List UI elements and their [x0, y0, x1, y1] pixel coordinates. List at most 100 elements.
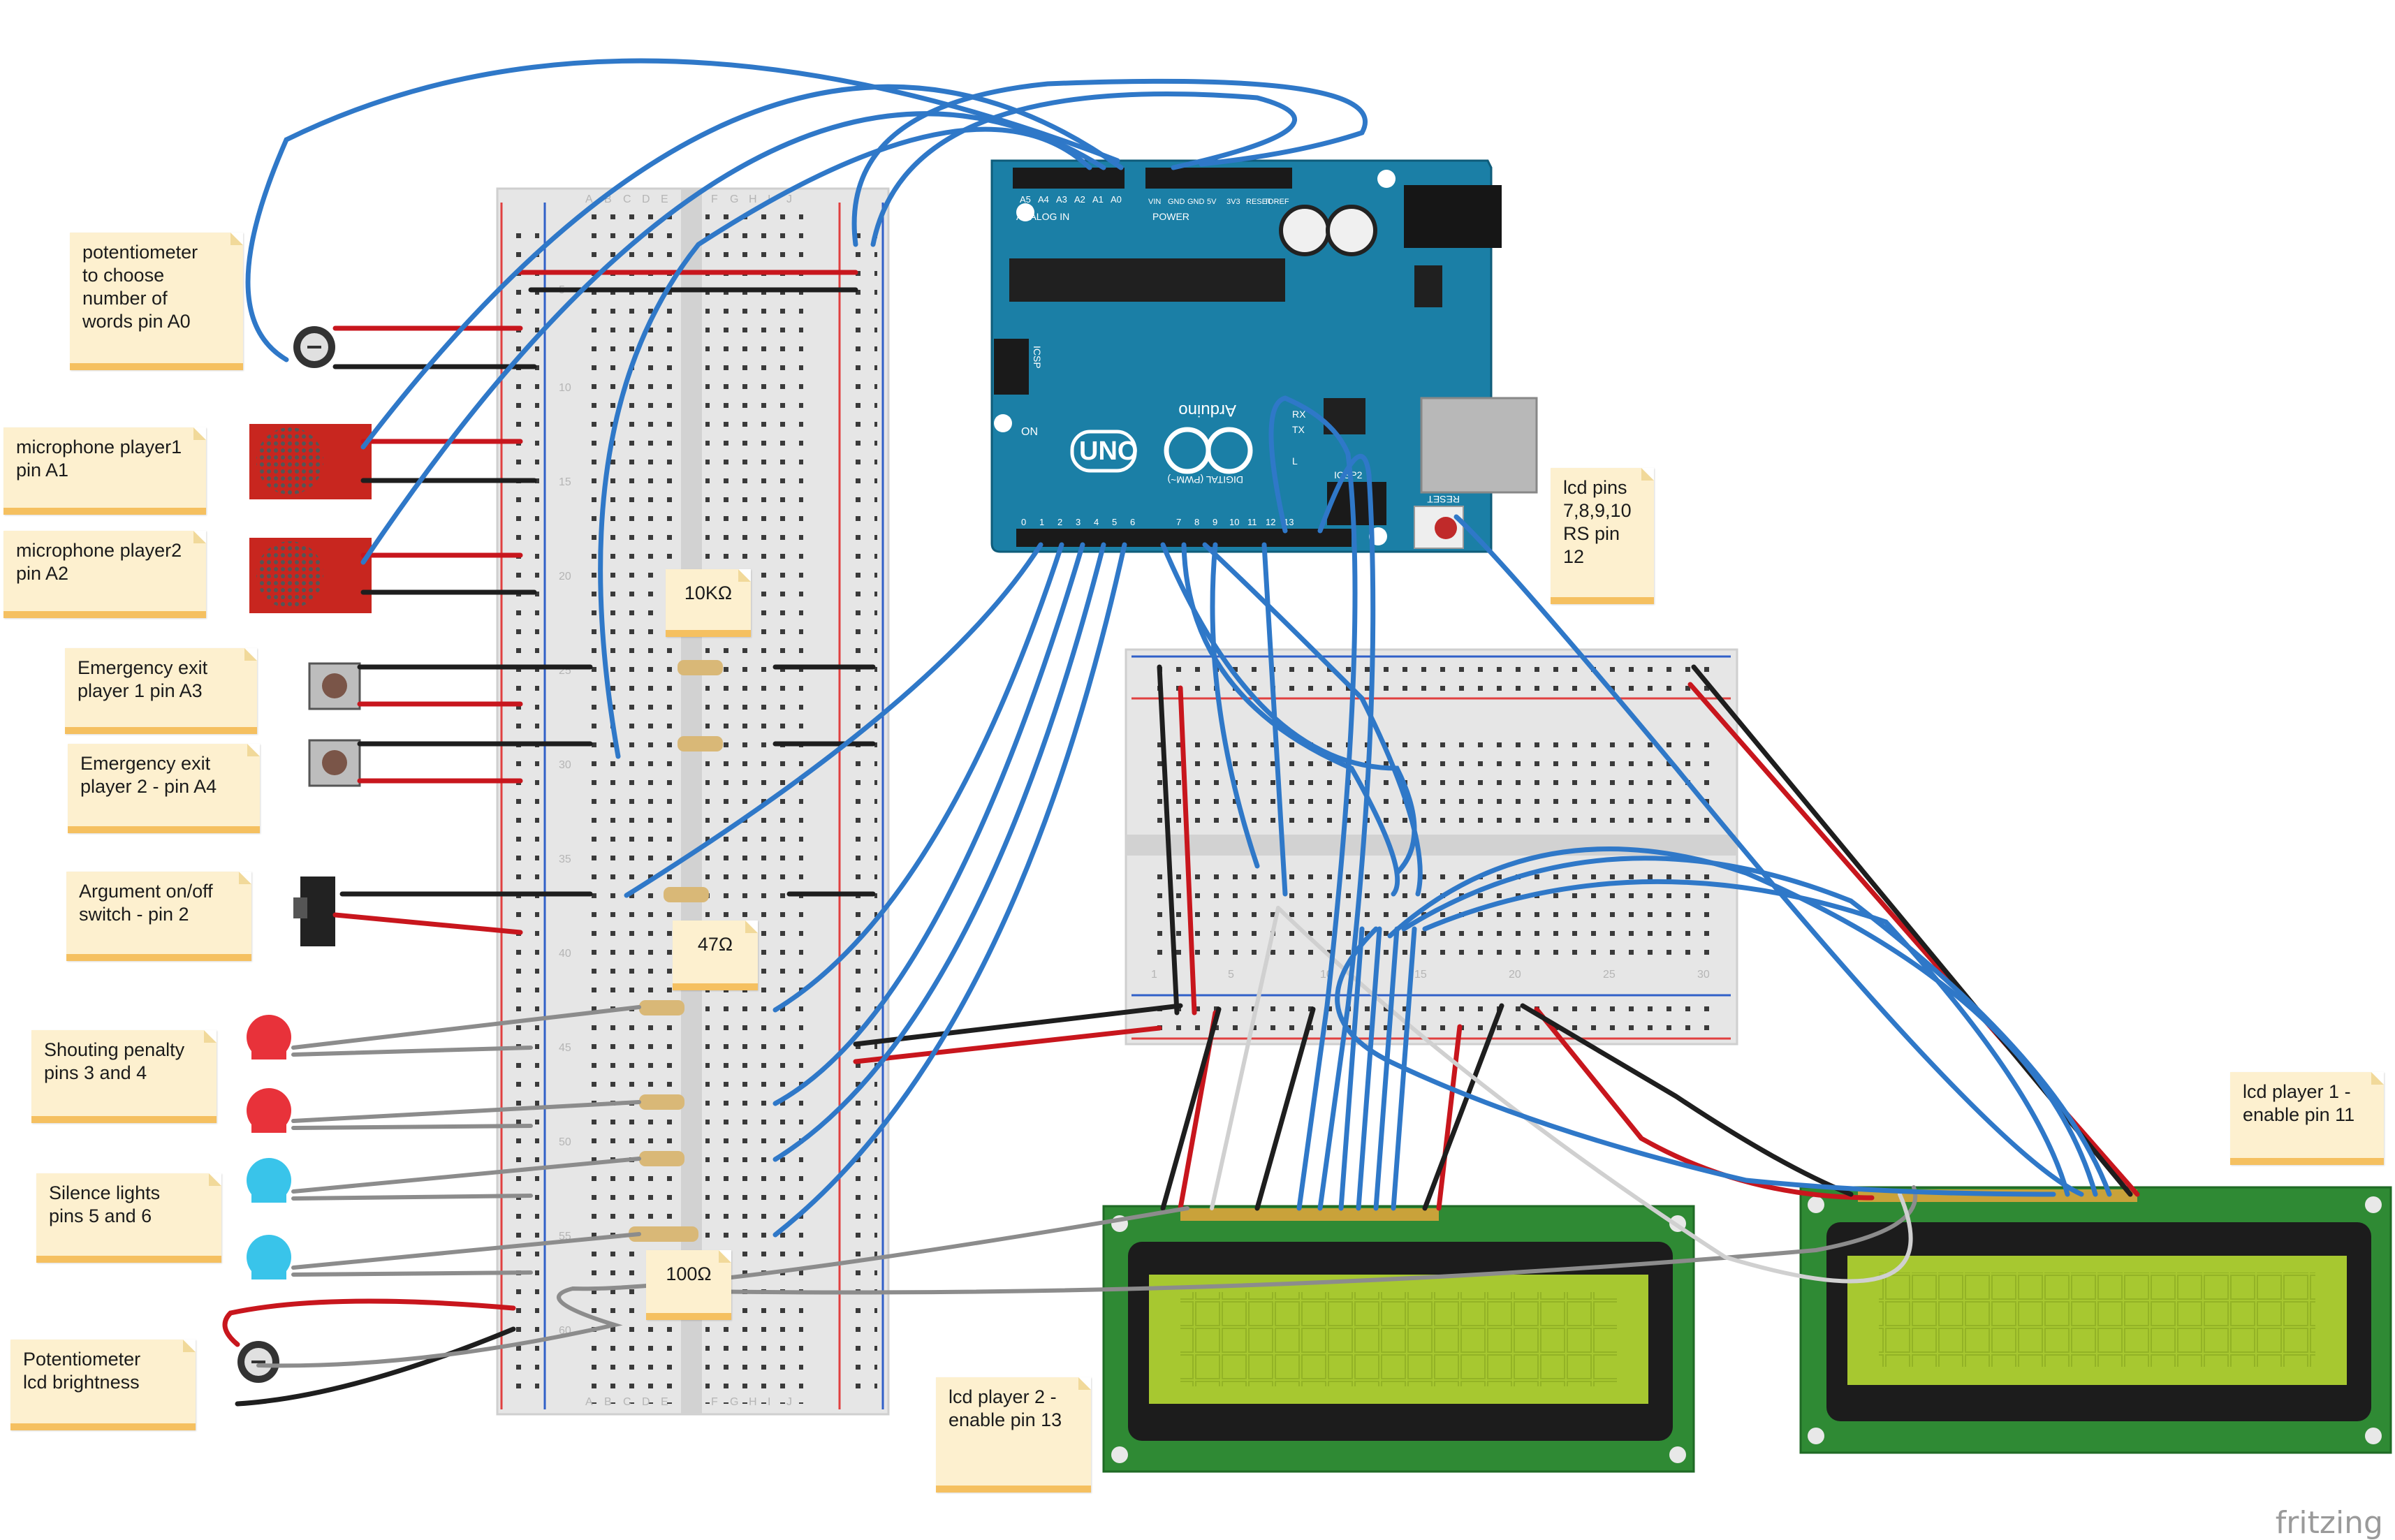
pin-label: 4: [1094, 517, 1099, 527]
col-letter: F: [711, 193, 718, 205]
arduino-icsp-label: ICSP: [1032, 346, 1043, 369]
row-number: 30: [559, 759, 571, 771]
pushbutton-player1: [308, 662, 361, 710]
main-breadboard: [496, 187, 890, 1416]
note-resistor-47: 47Ω: [673, 921, 758, 990]
pin-label: 2: [1057, 517, 1062, 527]
arduino-l-label: L: [1292, 455, 1298, 467]
arduino-power-pins: VIN GND GND 5V 3V3 RESET IOREF: [1148, 198, 1289, 206]
col-letter: H: [749, 193, 757, 205]
microphone-player2: [249, 538, 372, 613]
pin-label: A2: [1074, 194, 1085, 205]
col-letter: E: [661, 193, 668, 205]
note-shouting-penalty: Shouting penalty pins 3 and 4: [31, 1030, 217, 1123]
arduino-analog-label: ANALOG IN: [1016, 211, 1069, 222]
arduino-name-label: Arduino: [1178, 401, 1236, 420]
arduino-brand: UNO: [1079, 437, 1138, 466]
col-letter: G: [730, 1396, 738, 1408]
note-lcd-pins: lcd pins 7,8,9,10 RS pin 12: [1551, 468, 1654, 604]
note-lcd-player-1: lcd player 1 - enable pin 11: [2230, 1072, 2384, 1165]
arduino-rx-label: RX: [1292, 409, 1306, 420]
note-potentiometer-words: potentiometer to choose number of words …: [70, 233, 243, 370]
lcd-player-1: [1799, 1186, 2392, 1454]
col-letter: C: [623, 1396, 631, 1408]
pin-label: A4: [1038, 194, 1049, 205]
row-number: 40: [559, 948, 571, 960]
row-number: 45: [559, 1042, 571, 1054]
col-letter: D: [642, 1396, 650, 1408]
col-letter: B: [604, 193, 612, 205]
pin-label: 8: [1194, 517, 1199, 527]
potentiometer-lcd: [237, 1341, 279, 1383]
col-letter: H: [749, 1396, 757, 1408]
pushbutton-player2: [308, 739, 361, 787]
col-number: 25: [1603, 969, 1616, 981]
lcd-player-2: [1102, 1205, 1695, 1473]
pin-label: 10: [1229, 517, 1239, 527]
pin-label: 5V: [1207, 198, 1217, 206]
pin-label: A5: [1020, 194, 1031, 205]
note-emergency-exit-1: Emergency exit player 1 pin A3: [65, 648, 257, 734]
pin-label: GND: [1168, 198, 1185, 206]
fritzing-watermark: fritzing: [2276, 1505, 2383, 1540]
pin-label: 3: [1076, 517, 1081, 527]
arduino-on-label: ON: [1021, 426, 1038, 438]
wires-black: [235, 287, 2133, 1407]
col-letter: J: [786, 1396, 792, 1408]
col-letter: A: [585, 1396, 593, 1408]
pin-label: 6: [1130, 517, 1135, 527]
col-number: 30: [1697, 969, 1710, 981]
note-potentiometer-lcd: Potentiometer lcd brightness: [10, 1340, 196, 1430]
note-resistor-10k: 10KΩ: [666, 569, 751, 637]
pin-label: 9: [1213, 517, 1217, 527]
main-breadboard-col-letters-top: A B C D E F G H I J: [585, 193, 792, 205]
pin-label: 7: [1176, 517, 1181, 527]
note-resistor-100: 100Ω: [646, 1250, 731, 1320]
row-number: 10: [559, 382, 571, 394]
resistor-led-3: [639, 1151, 684, 1166]
col-letter: C: [623, 193, 631, 205]
pin-label: 3V3: [1226, 198, 1240, 206]
row-number: 15: [559, 476, 571, 488]
col-letter: J: [786, 193, 792, 205]
wires-gray: [256, 1005, 1918, 1368]
arduino-reset-label: RESET: [1427, 494, 1460, 505]
row-number: 35: [559, 853, 571, 865]
led-cyan-1: [247, 1158, 291, 1203]
note-microphone-player2: microphone player2 pin A2: [3, 531, 206, 618]
row-number: 20: [559, 571, 571, 582]
resistor-led-1: [639, 1000, 684, 1015]
arduino-analog-pins: A5 A4 A3 A2 A1 A0: [1020, 194, 1122, 205]
arduino-digital-label: DIGITAL (PWM~): [1168, 474, 1244, 485]
resistor-47: [664, 887, 709, 902]
pin-label: A1: [1092, 194, 1104, 205]
pin-label: 11: [1247, 517, 1257, 527]
arduino-tx-label: TX: [1292, 424, 1305, 435]
arduino-labels: UNO ON ANALOG IN POWER DIGITAL (PWM~) IC…: [1016, 211, 1460, 505]
pin-label: 12: [1266, 517, 1275, 527]
led-red-2: [247, 1088, 291, 1133]
col-letter: D: [642, 193, 650, 205]
col-number: 20: [1509, 969, 1521, 981]
potentiometer-words: [293, 326, 335, 368]
col-letter: B: [604, 1396, 612, 1408]
arduino-uno: [990, 159, 1538, 553]
led-red-1: [247, 1015, 291, 1059]
pin-label: 5: [1112, 517, 1117, 527]
col-number: 15: [1414, 969, 1427, 981]
note-microphone-player1: microphone player1 pin A1: [3, 427, 206, 515]
pin-label: GND: [1187, 198, 1205, 206]
arduino-power-label: POWER: [1152, 211, 1189, 222]
note-argument-switch: Argument on/off switch - pin 2: [66, 872, 251, 961]
slide-switch: [293, 877, 335, 946]
led-cyan-2: [247, 1235, 291, 1279]
pin-label: A3: [1056, 194, 1067, 205]
col-number: 1: [1151, 969, 1157, 981]
col-letter: E: [661, 1396, 668, 1408]
col-letter: F: [711, 1396, 718, 1408]
col-letter: G: [730, 193, 738, 205]
wires-blue: [245, 58, 2112, 1238]
row-number: 50: [559, 1136, 571, 1148]
arduino-digital-pins: 0 1 2 3 4 5 6 7 8 9 10 11 12 13: [1021, 517, 1294, 527]
pin-label: VIN: [1148, 198, 1161, 206]
